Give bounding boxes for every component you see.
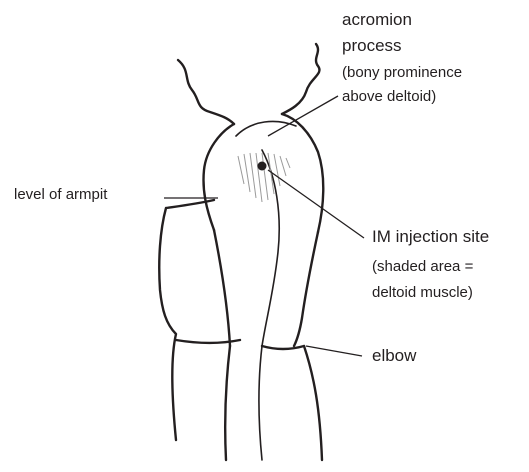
acromion-leader [268,96,338,136]
injection-leader [268,170,364,238]
armpit-label: level of armpit [14,184,107,206]
arm-front-outline [294,232,318,346]
acromion-curve [236,121,296,136]
arm-inner-outline [262,150,279,346]
acromion-label-line1: acromion [342,8,412,32]
torso-back-outline [159,200,214,440]
injection-label-line3: deltoid muscle) [372,282,473,304]
neck-front-outline [282,44,319,114]
injection-site-dot [258,162,267,171]
arm-back-outline [214,230,230,346]
injection-label-line1: IM injection site [372,225,489,249]
elbow-label: elbow [372,344,416,368]
deltoid-shaded-area [238,153,290,202]
forearm-front-outline [304,346,322,460]
neck-back-outline [178,60,234,124]
acromion-label-line4: above deltoid) [342,86,436,108]
forearm-outline [225,346,230,460]
elbow-outline [176,340,304,349]
lower-body-outline [259,346,262,460]
injection-label-line2: (shaded area = [372,256,473,278]
acromion-label-line3: (bony prominence [342,62,462,84]
shoulder-outline [203,124,234,230]
elbow-leader [306,346,362,356]
acromion-label-line2: process [342,34,402,58]
shoulder-top-outline [282,114,323,232]
